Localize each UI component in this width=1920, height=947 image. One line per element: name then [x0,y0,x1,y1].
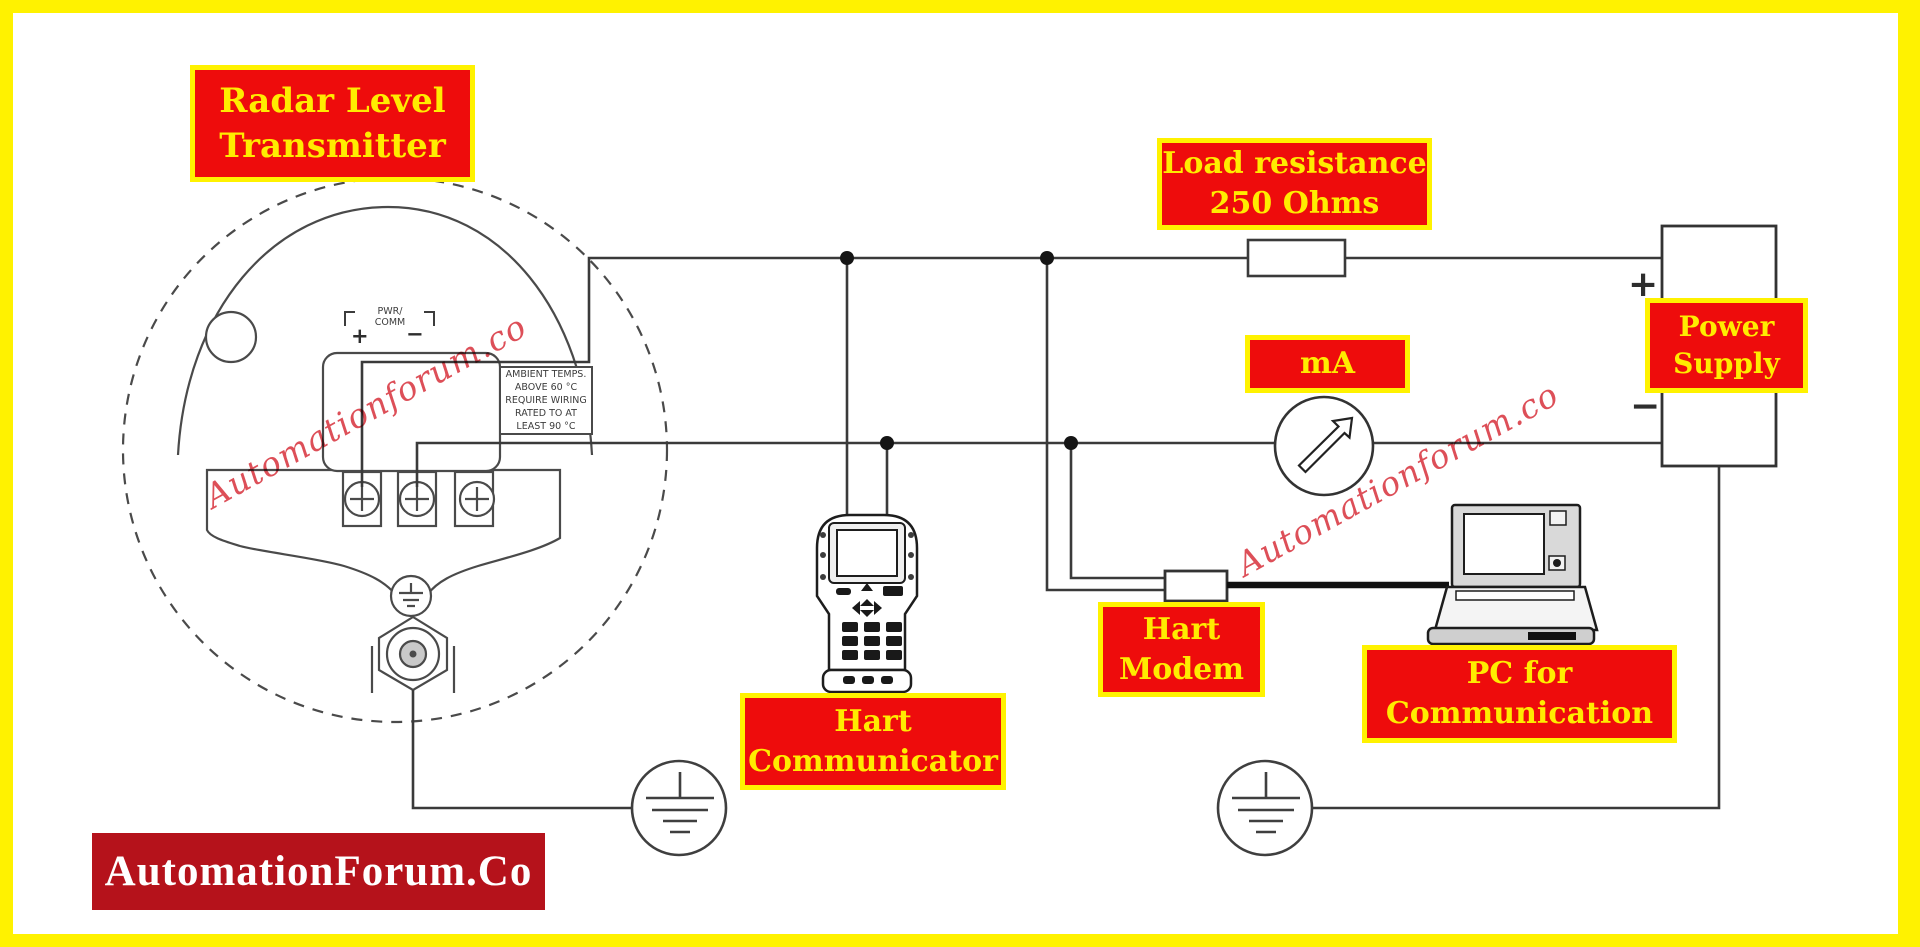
label-radar-level-transmitter: Radar Level Transmitter [190,65,475,182]
label-line: Hart [834,703,912,739]
terminal-bracket-left-icon [344,311,355,326]
junction-dot [1040,251,1054,265]
ambient-temp-note: AMBIENT TEMPS. ABOVE 60 °C REQUIRE WIRIN… [499,366,593,435]
label-line: Radar Level [219,80,446,121]
terminal-label: PWR/ COMM [358,306,422,328]
note-line: RATED TO AT [515,408,577,419]
hart-modem-box [1163,569,1229,603]
note-line: REQUIRE WIRING [505,395,587,406]
terminal-plus-sign: + [351,324,369,348]
note-line: LEAST 90 °C [516,421,576,432]
label-pc-for-communication: PC for Communication [1362,645,1677,743]
label-line: Hart [1142,611,1221,647]
junction-dot [880,436,894,450]
automationforum-logo: AutomationForum.Co [92,833,545,910]
label-line: Modem [1118,651,1245,687]
communicator-keypad [836,583,903,684]
note-line: ABOVE 60 °C [514,382,578,393]
label-line: PC for [1466,656,1573,692]
terminal-bracket-right-icon [424,311,435,326]
label-line: Load resistance [1162,146,1427,182]
logo-text: AutomationForum.Co [104,848,533,895]
label-line: Communicator [748,743,998,779]
label-hart-modem: Hart Modem [1098,602,1265,697]
label-line: mA [1299,346,1356,382]
junction-dot [1064,436,1078,450]
milliamp-meter-icon [1273,395,1375,497]
label-line: Power [1678,309,1775,343]
wire-modem-lead-1 [1045,258,1165,592]
wire-modem-lead-2 [1069,443,1165,580]
label-ma: mA [1245,335,1410,393]
laptop-icon [1426,503,1599,646]
wire-transmitter-ground [411,690,632,810]
note-line: AMBIENT TEMPS. [505,369,587,380]
resistor-symbol [1246,238,1347,278]
label-line: Transmitter [219,125,446,166]
transmitter-housing [121,176,669,724]
earth-ground-icon-right [1216,759,1314,857]
wire-positive [360,256,1248,487]
label-hart-communicator: Hart Communicator [740,693,1006,790]
label-line: 250 Ohms [1209,186,1380,221]
cable-gland-icon [370,615,456,693]
label-power-supply: Power Supply [1645,298,1808,393]
wire-negative [415,441,1275,487]
terminal-label-line2: COMM [374,317,406,328]
junction-dots [840,251,1078,450]
loop-wiring [360,256,1721,810]
label-line: Supply [1673,346,1780,380]
terminal-label-line1: PWR/ [377,306,403,317]
terminal-minus-sign: − [406,322,424,346]
junction-dot [840,251,854,265]
label-line: Communication [1385,696,1654,731]
wire-psu-ground [1312,466,1721,810]
label-load-resistance: Load resistance 250 Ohms [1157,138,1432,230]
terminal-screws [341,470,496,528]
hart-communicator-device [815,513,919,694]
internal-ground-icon [389,574,433,618]
earth-ground-icon-left [630,759,728,857]
